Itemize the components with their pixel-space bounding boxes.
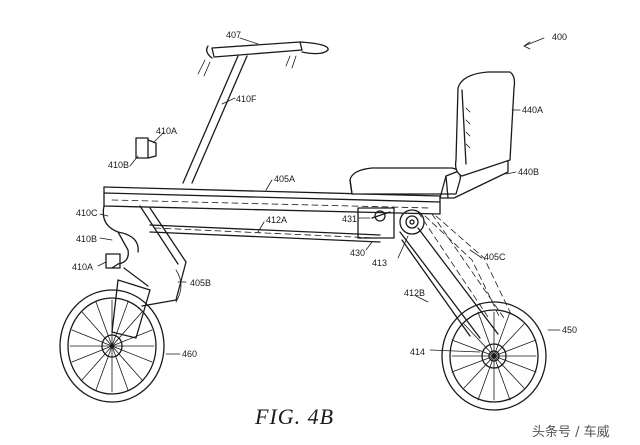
label-410F: 410F [236, 94, 257, 104]
reference-labels: 400 407 410F 410A 410B 410C 410B 410A 40… [72, 30, 577, 359]
label-410C: 410C [76, 208, 98, 218]
top-clamp [135, 137, 157, 159]
label-410B-top: 410B [108, 160, 129, 170]
figure-title: FIG. 4B [254, 404, 334, 429]
label-412A: 412A [266, 215, 287, 225]
watermark: 头条号 / 车威 [532, 424, 610, 440]
backrest [454, 71, 516, 177]
label-412B: 412B [404, 288, 425, 298]
label-400: 400 [552, 32, 567, 42]
label-410A-low: 410A [72, 262, 93, 272]
label-410B-mid: 410B [76, 234, 97, 244]
handlebar [197, 41, 329, 77]
label-450: 450 [562, 325, 577, 335]
label-440B: 440B [518, 167, 539, 177]
label-430: 430 [350, 248, 365, 258]
label-413: 413 [372, 258, 387, 268]
label-405A: 405A [274, 174, 295, 184]
label-405B: 405B [190, 278, 211, 288]
front-fork [102, 205, 187, 339]
steering-stem [182, 55, 248, 184]
label-407: 407 [226, 30, 241, 40]
label-460: 460 [182, 349, 197, 359]
lower-frame [149, 224, 381, 243]
front-wheel [59, 289, 165, 403]
motor-assembly [357, 207, 425, 239]
rear-wheel [441, 301, 547, 411]
seat [349, 151, 509, 199]
label-414: 414 [410, 347, 425, 357]
label-410A-top: 410A [156, 126, 177, 136]
label-440A: 440A [522, 105, 543, 115]
label-405C: 405C [484, 252, 506, 262]
label-431: 431 [342, 214, 357, 224]
leader-lines [97, 37, 561, 355]
